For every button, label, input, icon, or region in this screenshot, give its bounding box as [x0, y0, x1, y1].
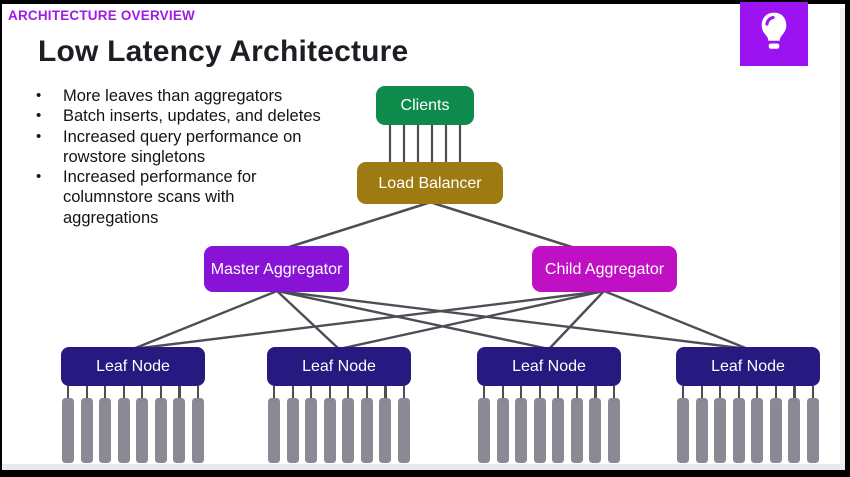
partition-bar — [589, 386, 602, 463]
partition-bar — [191, 386, 204, 463]
node-clients: Clients — [376, 86, 474, 125]
lightbulb-icon — [752, 9, 796, 60]
partition-bar — [80, 386, 93, 463]
partition-bar — [173, 386, 186, 463]
bottom-edge-strip — [2, 464, 845, 470]
partition-bar — [397, 386, 410, 463]
partition-bar — [323, 386, 336, 463]
lightbulb-tile — [740, 2, 808, 66]
partition-bar — [342, 386, 355, 463]
bullet-item: Increased query performance on rowstore … — [34, 127, 334, 168]
partition-bar — [570, 386, 583, 463]
partition-bar — [305, 386, 318, 463]
partition-bar — [136, 386, 149, 463]
partition-bar — [154, 386, 167, 463]
page-title: Low Latency Architecture — [38, 35, 409, 68]
slide-kicker: ARCHITECTURE OVERVIEW — [8, 8, 195, 23]
partition-bar — [268, 386, 280, 463]
partition-bar — [496, 386, 509, 463]
partition-bar — [117, 386, 130, 463]
partition-bar — [515, 386, 528, 463]
node-child-aggregator: Child Aggregator — [532, 246, 677, 292]
partition-bar — [769, 386, 782, 463]
partition-bar — [379, 386, 392, 463]
node-leaf-4: Leaf Node — [676, 347, 820, 386]
bullet-item: More leaves than aggregators — [34, 86, 334, 107]
partition-bar — [677, 386, 689, 463]
bullet-list: More leaves than aggregators Batch inser… — [34, 86, 334, 228]
partition-bar — [286, 386, 299, 463]
node-master-aggregator: Master Aggregator — [204, 246, 349, 292]
node-leaf-1: Leaf Node — [61, 347, 205, 386]
partition-bar — [751, 386, 764, 463]
partition-bar — [478, 386, 490, 463]
partition-bar — [788, 386, 801, 463]
leaf-3-partitions — [478, 386, 620, 463]
partition-bar — [62, 386, 74, 463]
partition-bar — [806, 386, 819, 463]
leaf-2-partitions — [268, 386, 410, 463]
node-leaf-2: Leaf Node — [267, 347, 411, 386]
leaf-1-partitions — [62, 386, 204, 463]
node-leaf-3: Leaf Node — [477, 347, 621, 386]
right-edge-strip — [840, 8, 845, 468]
partition-bar — [607, 386, 620, 463]
bullet-item: Increased performance for columnstore sc… — [34, 167, 334, 228]
node-load-balancer: Load Balancer — [357, 162, 503, 204]
partition-bar — [732, 386, 745, 463]
slide: ARCHITECTURE OVERVIEW Low Latency Archit… — [2, 2, 845, 468]
partition-bar — [695, 386, 708, 463]
leaf-4-partitions — [677, 386, 819, 463]
partition-bar — [360, 386, 373, 463]
partition-bar — [533, 386, 546, 463]
partition-bar — [99, 386, 112, 463]
partition-bar — [714, 386, 727, 463]
partition-bar — [552, 386, 565, 463]
bullet-item: Batch inserts, updates, and deletes — [34, 106, 334, 127]
